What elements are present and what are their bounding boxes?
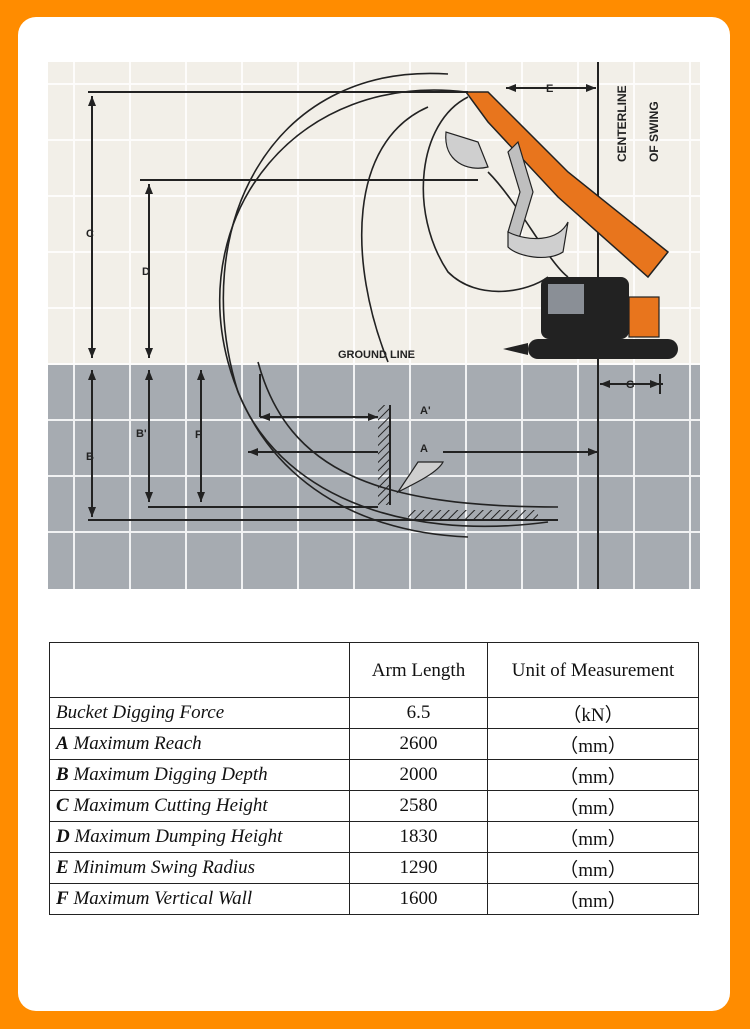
spec-unit: （mm） xyxy=(487,821,699,853)
dig-wall xyxy=(378,405,538,520)
table-row: C Maximum Cutting Height 2580 （mm） xyxy=(49,790,699,822)
centerline-label-1: CENTERLINE xyxy=(615,85,629,162)
table-row: F Maximum Vertical Wall 1600 （mm） xyxy=(49,883,699,915)
spec-name: C Maximum Cutting Height xyxy=(49,790,350,822)
spec-unit: （mm） xyxy=(487,759,699,791)
spec-value: 6.5 xyxy=(349,697,488,729)
spec-unit: （mm） xyxy=(487,883,699,915)
header-unit: Unit of Measurement xyxy=(487,642,699,698)
table-row: Bucket Digging Force 6.5 （kN） xyxy=(49,697,699,729)
table-row: D Maximum Dumping Height 1830 （mm） xyxy=(49,821,699,853)
excavator-working-range-diagram: C B D B' F A' A E G GROUND LINE CENTERLI… xyxy=(48,62,700,589)
label-a: A xyxy=(420,443,428,455)
label-e: E xyxy=(546,83,553,95)
header-arm-length: Arm Length xyxy=(349,642,488,698)
label-f: F xyxy=(195,429,202,441)
spec-unit: （mm） xyxy=(487,852,699,884)
spec-value: 2580 xyxy=(349,790,488,822)
header-blank xyxy=(49,642,350,698)
reach-envelope xyxy=(218,72,569,538)
spec-unit: （kN） xyxy=(487,697,699,729)
spec-name: Bucket Digging Force xyxy=(49,697,350,729)
label-b-prime: B' xyxy=(136,428,147,440)
spec-name: F Maximum Vertical Wall xyxy=(49,883,350,915)
table-row: B Maximum Digging Depth 2000 （mm） xyxy=(49,759,699,791)
grid-lines xyxy=(48,62,700,589)
spec-value: 1830 xyxy=(349,821,488,853)
spec-value: 2000 xyxy=(349,759,488,791)
spec-value: 1600 xyxy=(349,883,488,915)
table-header-row: Arm Length Unit of Measurement xyxy=(49,642,699,698)
centerline-label-2: OF SWING xyxy=(647,101,661,162)
label-b: B xyxy=(86,451,94,463)
spec-unit: （mm） xyxy=(487,728,699,760)
spec-name: D Maximum Dumping Height xyxy=(49,821,350,853)
spec-value: 2600 xyxy=(349,728,488,760)
specifications-table: Arm Length Unit of Measurement Bucket Di… xyxy=(49,642,699,915)
spec-name: E Minimum Swing Radius xyxy=(49,852,350,884)
table-row: E Minimum Swing Radius 1290 （mm） xyxy=(49,852,699,884)
spec-name: A Maximum Reach xyxy=(49,728,350,760)
excavator-illustration xyxy=(445,91,678,359)
ground-line-label: GROUND LINE xyxy=(338,349,415,361)
label-g: G xyxy=(626,379,635,391)
table-row: A Maximum Reach 2600 （mm） xyxy=(49,728,699,760)
spec-unit: （mm） xyxy=(487,790,699,822)
spec-name: B Maximum Digging Depth xyxy=(49,759,350,791)
label-d: D xyxy=(142,266,150,278)
dimension-arrows xyxy=(88,84,660,517)
label-c: C xyxy=(86,228,94,240)
spec-value: 1290 xyxy=(349,852,488,884)
label-a-prime: A' xyxy=(420,405,431,417)
